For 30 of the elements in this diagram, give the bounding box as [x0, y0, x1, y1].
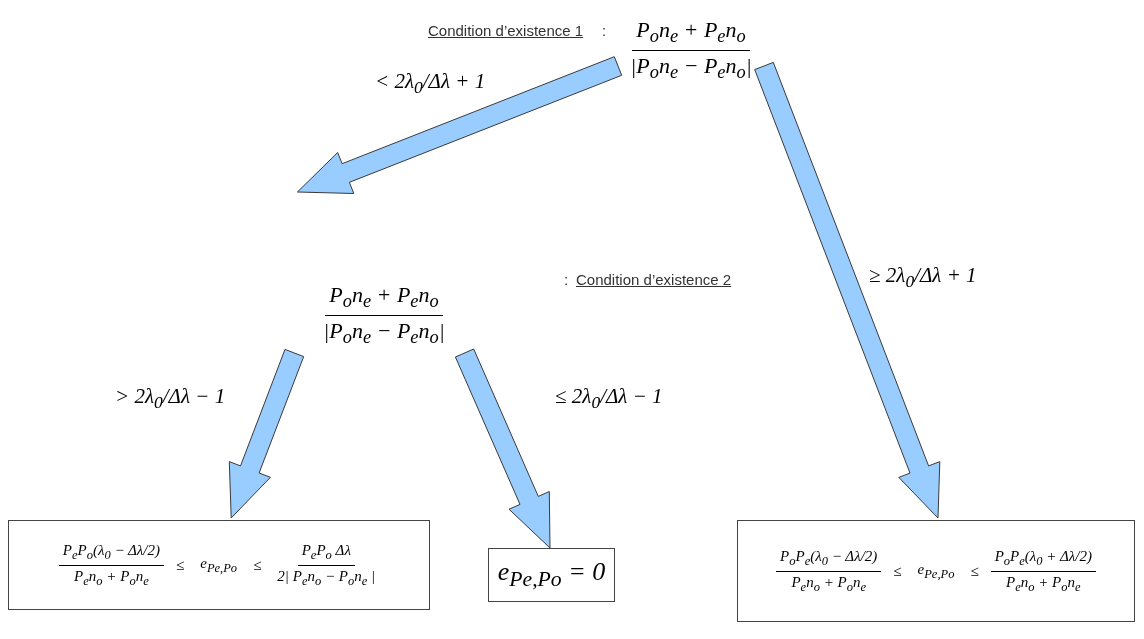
condition-heading: :: [564, 271, 569, 288]
formula-denominator: P$_{e}$n$_{o}$ + P$_{o}$n$_{e}$: [73, 566, 150, 589]
formula-denominator: |P$_{o}$n$_{e}$ − P$_{e}$n$_{o}$|: [629, 51, 753, 83]
block-arrow: [754, 61, 941, 519]
relation-symbol: ≤: [176, 556, 185, 574]
formula-text: e$_{Pe,Po}$ = 0: [497, 557, 606, 593]
relation-symbol: ≤: [253, 556, 262, 574]
block-arrow: [296, 56, 623, 194]
formula-denominator: 2| P$_{e}$n$_{o}$ − P$_{o}$n$_{e}$ |: [276, 566, 377, 589]
condition-heading: :: [602, 22, 607, 39]
block-arrow: [454, 348, 551, 549]
formula-text: e$_{Pe,Po}$: [917, 560, 955, 582]
formula-numerator: P$_{e}$P$_{o}$(λ$_{0}$ − Δλ/2): [58, 541, 164, 566]
formula-text: e$_{Pe,Po}$: [200, 554, 238, 576]
formula-denominator: |P$_{o}$n$_{e}$ − P$_{e}$n$_{o}$|: [322, 316, 446, 348]
formula-numerator: P$_{o}$n$_{e}$ + P$_{e}$n$_{o}$: [632, 17, 750, 51]
formula-numerator: P$_{o}$P$_{e}$(λ$_{0}$ − Δλ/2): [776, 547, 882, 572]
relation-symbol: ≤: [893, 562, 902, 580]
formula-numerator: P$_{o}$n$_{e}$ + P$_{e}$n$_{o}$: [325, 282, 443, 316]
condition-heading: Condition d’existence 1: [428, 22, 584, 39]
formula-box: [737, 520, 1135, 622]
formula-box: [488, 548, 615, 602]
formula-box: [8, 520, 430, 610]
formula-numerator: P$_{o}$P$_{e}$(λ$_{0}$ + Δλ/2): [990, 547, 1096, 572]
condition-heading: Condition d’existence 2: [576, 271, 732, 288]
formula-denominator: P$_{e}$n$_{o}$ + P$_{o}$n$_{e}$: [790, 572, 867, 595]
formula-numerator: P$_{e}$P$_{o}$ Δλ: [297, 541, 355, 566]
relation-symbol: ≤: [970, 562, 979, 580]
block-arrow: [228, 348, 305, 519]
formula-denominator: P$_{e}$n$_{o}$ + P$_{o}$n$_{e}$: [1005, 572, 1082, 595]
